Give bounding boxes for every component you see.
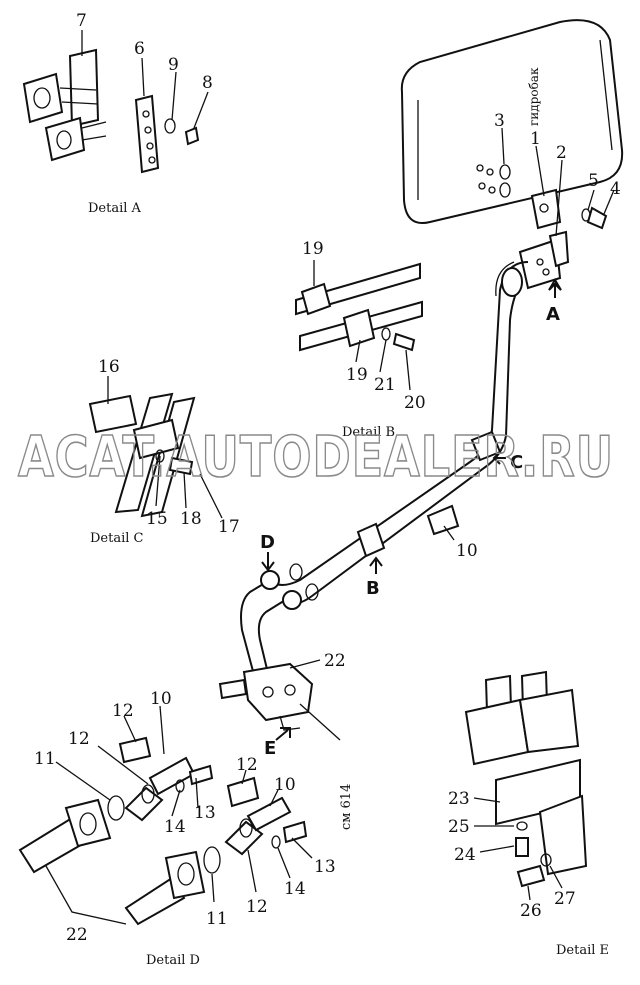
view-arrow-b-label: B [366,578,380,599]
part-number: 21 [374,375,396,395]
part-number: 12 [68,729,90,749]
part-number: 10 [456,541,478,561]
part-number: 13 [194,803,216,823]
part-number: 1 [530,129,541,149]
part-number: 12 [246,897,268,917]
part-number: 22 [66,925,88,945]
view-arrow-e-label: E [264,738,276,759]
flange-block-a [518,230,570,290]
part-number: 19 [302,239,324,259]
leader-lines [55,30,615,903]
detail-b-parts [295,262,423,352]
part-number: 12 [112,701,134,721]
detail-a-parts [22,48,200,174]
valve-block-e [218,662,341,741]
hydraulic-hoses [240,261,529,691]
drawing-code: см 614 [339,784,354,830]
part-number: 11 [34,749,56,769]
bolt-4 [581,206,608,230]
detail-captions: Detail A Detail B Detail C Detail D Deta… [88,201,609,968]
caption-detail-d: Detail D [146,953,200,968]
part-number: 2 [556,143,567,163]
part-number: 17 [218,517,240,537]
part-number: 4 [610,179,621,199]
view-arrow-d-label: D [260,532,275,553]
part-number: 10 [274,775,296,795]
part-number: 11 [206,909,228,929]
part-number: 12 [236,755,258,775]
caption-detail-b: Detail B [342,425,395,440]
part-number: 15 [146,509,168,529]
part-number: 20 [404,393,426,413]
part-number: 6 [134,39,145,59]
tank-label: гидробак [527,67,541,126]
detail-d-parts [18,736,308,926]
part-number: 3 [494,111,505,131]
part-number: 23 [448,789,470,809]
part-number: 16 [98,357,120,377]
part-number: 25 [448,817,470,837]
part-number: 13 [314,857,336,877]
part-number: 5 [588,171,599,191]
part-number: 10 [150,689,172,709]
part-number: 24 [454,845,476,865]
part-number: 27 [554,889,576,909]
view-arrow-c-label: C [510,452,523,473]
part-number: 26 [520,901,542,921]
watermark-text: ACAT.AUTODEALER.RU [18,425,614,490]
part-number: 14 [164,817,186,837]
part-number: 7 [76,11,87,31]
caption-detail-e: Detail E [556,943,609,958]
part-number: 9 [168,55,179,75]
detail-e-parts [464,670,588,888]
caption-detail-c: Detail C [90,531,144,546]
hydraulic-tank: гидробак [400,19,624,230]
part-number: 19 [346,365,368,385]
part-number: 8 [202,73,213,93]
view-arrows: A C D B E [260,278,562,759]
part-number: 18 [180,509,202,529]
detail-c-parts [88,392,196,518]
part-number: 14 [284,879,306,899]
caption-detail-a: Detail A [88,201,142,216]
view-arrow-a-label: A [546,304,560,325]
part-number-labels: 7 6 9 8 3 1 2 5 4 19 19 21 20 16 15 18 1… [34,11,621,945]
part-number: 22 [324,651,346,671]
